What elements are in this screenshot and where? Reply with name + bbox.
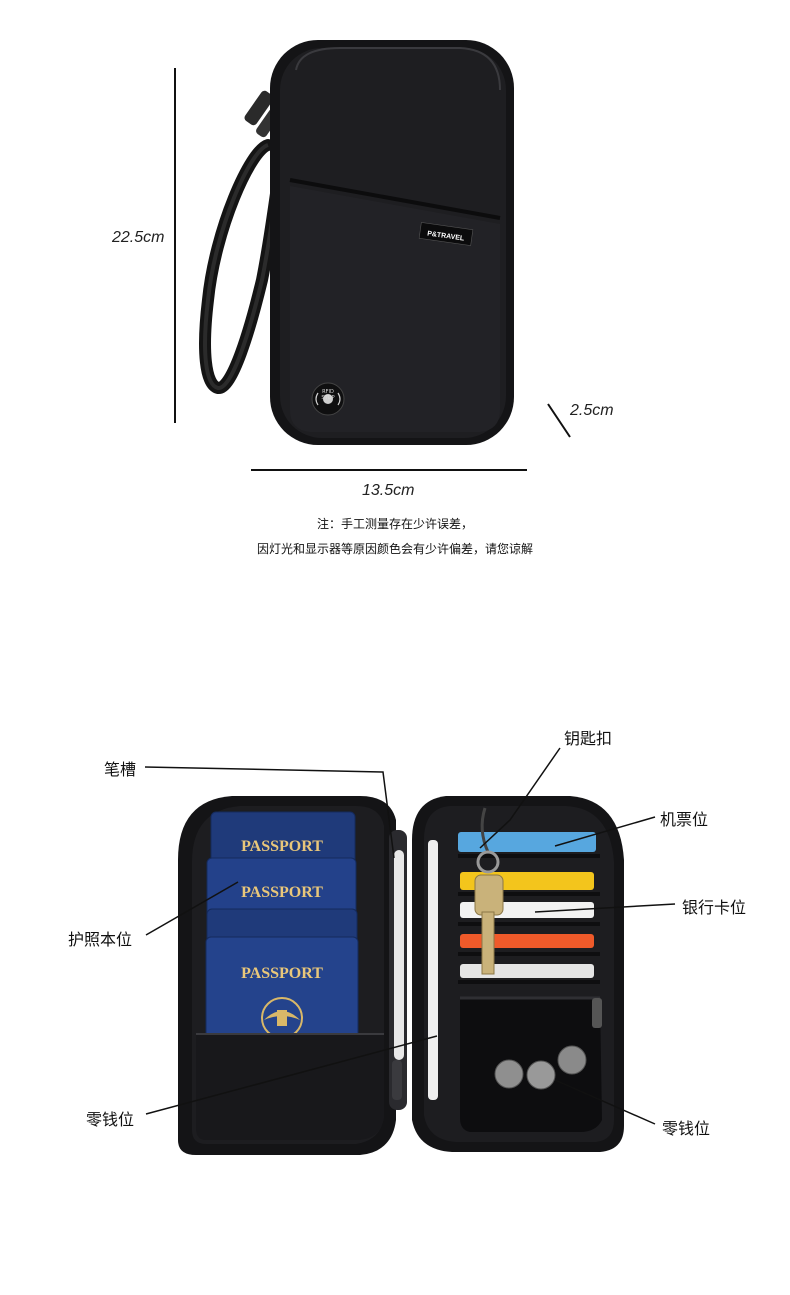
coin-right-leader bbox=[554, 1079, 656, 1125]
coin-left-leader bbox=[145, 1035, 438, 1115]
depth-label: 2.5cm bbox=[570, 402, 614, 419]
open-wallet-right bbox=[412, 796, 624, 1152]
coin-right-label: 零钱位 bbox=[662, 1119, 711, 1138]
pen-slot-label: 笔槽 bbox=[104, 760, 137, 779]
open-wallet-left: PASSPORT PASSPORT PASSPORT bbox=[178, 796, 407, 1155]
ticket-slot-label: 机票位 bbox=[660, 810, 709, 829]
rfid-badge-text: RFID STOP bbox=[321, 389, 335, 401]
closed-wallet: P&TRAVEL bbox=[270, 40, 514, 445]
coin bbox=[494, 1059, 524, 1089]
depth-dimension-line bbox=[547, 403, 571, 438]
card-slot-leader bbox=[534, 903, 676, 913]
zipper-pull-right bbox=[592, 998, 602, 1028]
coin bbox=[526, 1060, 556, 1090]
note-line-1: 注：手工测量存在少许误差， bbox=[316, 517, 473, 531]
passport-stack bbox=[205, 811, 359, 1048]
passport-slot-label: 护照本位 bbox=[68, 930, 133, 949]
passport-cover-text-2: PASSPORT bbox=[241, 884, 323, 901]
callout-lines bbox=[144, 747, 676, 1125]
passport-slot-leader bbox=[145, 881, 239, 936]
coin-left-label: 零钱位 bbox=[86, 1110, 135, 1129]
card-slot-label: 银行卡位 bbox=[682, 898, 747, 917]
passport-cover-text-3: PASSPORT bbox=[241, 965, 323, 982]
wrist-strap bbox=[199, 139, 288, 394]
key-ring-label: 钥匙扣 bbox=[564, 729, 613, 748]
height-label: 22.5cm bbox=[112, 229, 165, 246]
note-line-2: 因灯光和显示器等原因颜色会有少许偏差，请您谅解 bbox=[256, 542, 533, 556]
ticket-slot-leader bbox=[554, 816, 656, 847]
pen-slot-leader bbox=[144, 766, 395, 859]
width-label: 13.5cm bbox=[362, 482, 415, 499]
coin bbox=[557, 1045, 587, 1075]
key-icon bbox=[474, 807, 504, 975]
rfid-icon bbox=[323, 394, 333, 404]
key-ring-leader bbox=[479, 747, 561, 849]
passport-cover-text-1: PASSPORT bbox=[241, 838, 323, 855]
